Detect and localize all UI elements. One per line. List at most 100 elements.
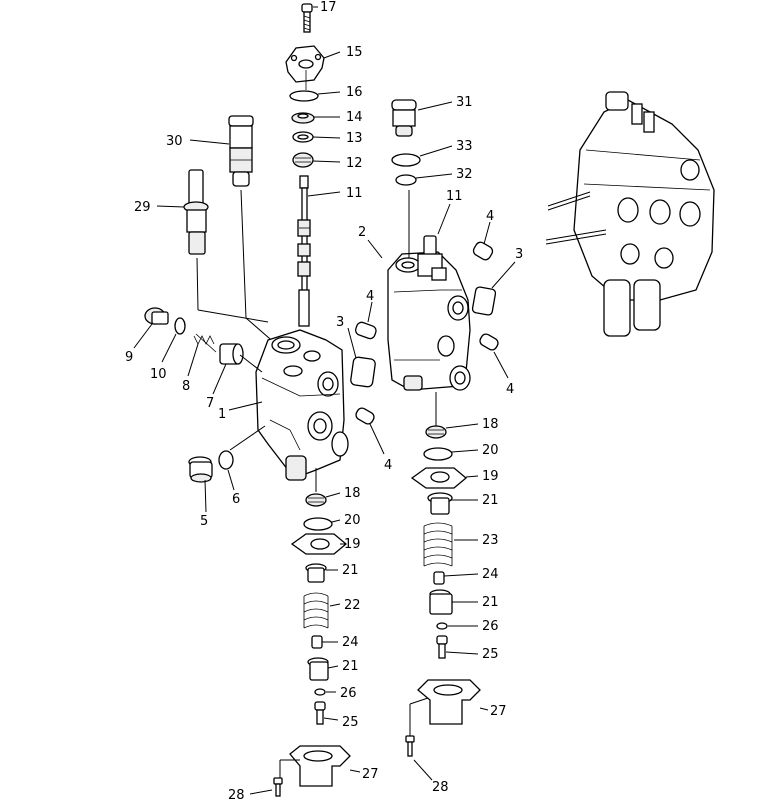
callout-label: 4	[384, 458, 392, 473]
spring-8	[193, 333, 217, 353]
callout-label: 19	[344, 537, 361, 552]
cover-19-left	[290, 533, 348, 555]
callout-label: 25	[482, 647, 499, 662]
callout-label: 3	[515, 247, 523, 262]
o-ring-20-left	[303, 517, 333, 531]
callout-label: 31	[456, 95, 473, 110]
callout-label: 3	[336, 315, 344, 330]
callout-label: 12	[346, 156, 363, 171]
callout-label: 7	[206, 396, 214, 411]
callout-label: 15	[346, 45, 363, 60]
stopper-24-left	[311, 635, 323, 649]
callout-label: 21	[482, 595, 499, 610]
bolt-17	[301, 3, 313, 33]
callout-label: 26	[482, 619, 499, 634]
callout-label: 5	[200, 514, 208, 529]
bolt-28-left	[273, 777, 283, 797]
bolt-28-right	[405, 735, 415, 757]
washer-26-left	[314, 688, 326, 696]
seat-21-left-b	[307, 657, 329, 681]
seal-12	[292, 152, 314, 168]
gasket-3-right	[471, 286, 497, 316]
callout-label: 4	[486, 209, 494, 224]
callout-label: 16	[346, 85, 363, 100]
ring-13	[292, 131, 314, 143]
spring-22	[303, 592, 329, 629]
cap-27-right	[417, 679, 481, 725]
callout-label: 4	[366, 289, 374, 304]
seat-21-right-a	[427, 492, 453, 515]
callout-label: 1	[218, 407, 226, 422]
valve-29	[183, 169, 209, 255]
callout-label: 23	[482, 533, 499, 548]
o-ring-33	[391, 153, 421, 167]
washer-26-right	[436, 622, 448, 630]
seat-21-left-a	[305, 563, 327, 583]
callout-label: 4	[506, 382, 514, 397]
callout-label: 17	[320, 0, 337, 15]
callout-label: 19	[482, 469, 499, 484]
callout-label: 11	[446, 189, 463, 204]
callout-label: 27	[490, 704, 507, 719]
callout-label: 26	[340, 686, 357, 701]
valve-body-1	[255, 329, 349, 481]
callout-label: 14	[346, 110, 363, 125]
gasket-4-right-lower	[479, 333, 499, 351]
callout-label: 32	[456, 167, 473, 182]
callout-label: 2	[358, 225, 366, 240]
bolt-25-right	[436, 635, 448, 659]
callout-label: 22	[344, 598, 361, 613]
retainer-18-left	[305, 493, 327, 507]
o-ring-10	[174, 317, 186, 335]
callout-label: 24	[482, 567, 499, 582]
callout-label: 18	[482, 417, 499, 432]
o-ring-6	[218, 450, 234, 470]
callout-label: 30	[166, 134, 183, 149]
callout-label: 18	[344, 486, 361, 501]
callout-label: 21	[342, 659, 359, 674]
flange-15	[285, 45, 325, 83]
callout-label: 6	[232, 492, 240, 507]
callout-label: 20	[482, 443, 499, 458]
valve-body-2	[387, 251, 471, 391]
callout-label: 25	[342, 715, 359, 730]
piston-7	[219, 343, 244, 365]
bolt-25-left	[314, 701, 326, 725]
callout-label: 20	[344, 513, 361, 528]
assembly-overview-illustration	[545, 91, 715, 337]
callout-label: 10	[150, 367, 167, 382]
gasket-4-left-lower	[355, 407, 375, 425]
cap-27-left	[289, 745, 351, 787]
callout-label: 9	[125, 350, 133, 365]
callout-label: 8	[182, 379, 190, 394]
callout-label: 13	[346, 131, 363, 146]
callout-label: 28	[228, 788, 245, 799]
callout-label: 21	[342, 563, 359, 578]
callout-label: 21	[482, 493, 499, 508]
spool-11-right	[417, 235, 447, 281]
callout-label: 27	[362, 767, 379, 782]
retainer-18-right	[425, 425, 447, 439]
o-ring-16	[289, 90, 319, 102]
o-ring-32	[395, 174, 417, 186]
valve-31	[391, 99, 417, 137]
seat-21-right-b	[429, 589, 453, 615]
callout-label: 29	[134, 200, 151, 215]
gasket-4-upper-right	[472, 241, 494, 261]
plug-9	[144, 307, 169, 325]
spool-11-left	[297, 175, 311, 327]
gasket-4-left-upper	[354, 321, 377, 340]
callout-label: 24	[342, 635, 359, 650]
relief-valve-30	[228, 115, 254, 187]
o-ring-20-right	[423, 447, 453, 461]
plug-5	[188, 456, 213, 483]
callout-label: 11	[346, 186, 363, 201]
cover-19-right	[410, 467, 468, 489]
stopper-24-right	[433, 571, 445, 585]
gasket-3-left	[350, 356, 376, 388]
retainer-14	[291, 112, 315, 124]
spring-23	[423, 522, 453, 567]
callout-label: 33	[456, 139, 473, 154]
callout-label: 28	[432, 780, 449, 795]
